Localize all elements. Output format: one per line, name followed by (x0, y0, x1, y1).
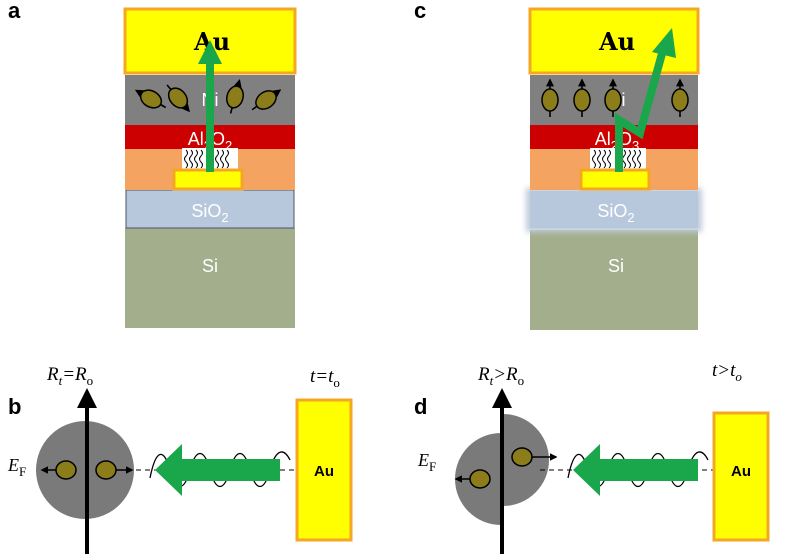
panel-a-silicon-label: Si (202, 256, 218, 276)
panel-c-gold-dot (579, 168, 651, 191)
panel-a-silicon-layer (125, 228, 295, 328)
panel-c-green-arrow (615, 28, 676, 172)
panel-b-gold-label: Au (314, 463, 334, 480)
panel-a-green-arrow (198, 40, 222, 172)
panel-d: d Rt>Ro t>to EF Au (414, 360, 770, 554)
panel-c-silicon-label: Si (608, 256, 624, 276)
panel-b-time-label: t=to (310, 366, 340, 390)
panel-d-fermi-label: EF (417, 450, 436, 474)
panel-d-gold-electrode (712, 411, 770, 542)
panel-a-sio2-layer (125, 189, 295, 229)
panel-b-letter: b (8, 394, 21, 419)
panel-c-letter: c (414, 0, 426, 23)
panel-c-aligned-spins (541, 78, 689, 117)
panel-b-gold-electrode (295, 398, 353, 542)
panel-d-time-label: t>to (712, 360, 742, 384)
panel-d-letter: d (414, 394, 427, 419)
panel-a-random-spins (134, 79, 282, 114)
panel-d-spin-pair (454, 447, 558, 489)
panel-b-resistance-label: Rt=Ro (46, 364, 93, 388)
panel-c-oxide-layer (530, 125, 698, 149)
panel-c-gold-label: Au (598, 27, 635, 56)
panel-b-green-arrow (155, 444, 280, 496)
panel-a-sio2-label: SiO2 (191, 201, 228, 225)
panel-b-fermi-label: EF (7, 455, 26, 479)
panel-d-gold-label: Au (731, 463, 751, 480)
panel-c-tunneling-waves (592, 149, 641, 169)
panel-a-gold-dot (172, 168, 244, 191)
panel-c: c Si SiO2 Ni Au Al2O3 (414, 0, 702, 330)
panel-c-sio2-label: SiO2 (597, 201, 634, 225)
panel-a-letter: a (8, 0, 21, 23)
panel-b-spin-pair (40, 460, 134, 480)
panel-d-green-arrow (573, 444, 698, 496)
panel-d-resistance-label: Rt>Ro (477, 364, 524, 388)
panel-c-silicon-layer (530, 230, 698, 330)
panel-a: a Si SiO2 Ni Au Al2O2 (8, 0, 297, 328)
panel-b: b Rt=Ro t=to EF Au (7, 364, 353, 554)
panel-c-sio2-layer (530, 191, 698, 228)
